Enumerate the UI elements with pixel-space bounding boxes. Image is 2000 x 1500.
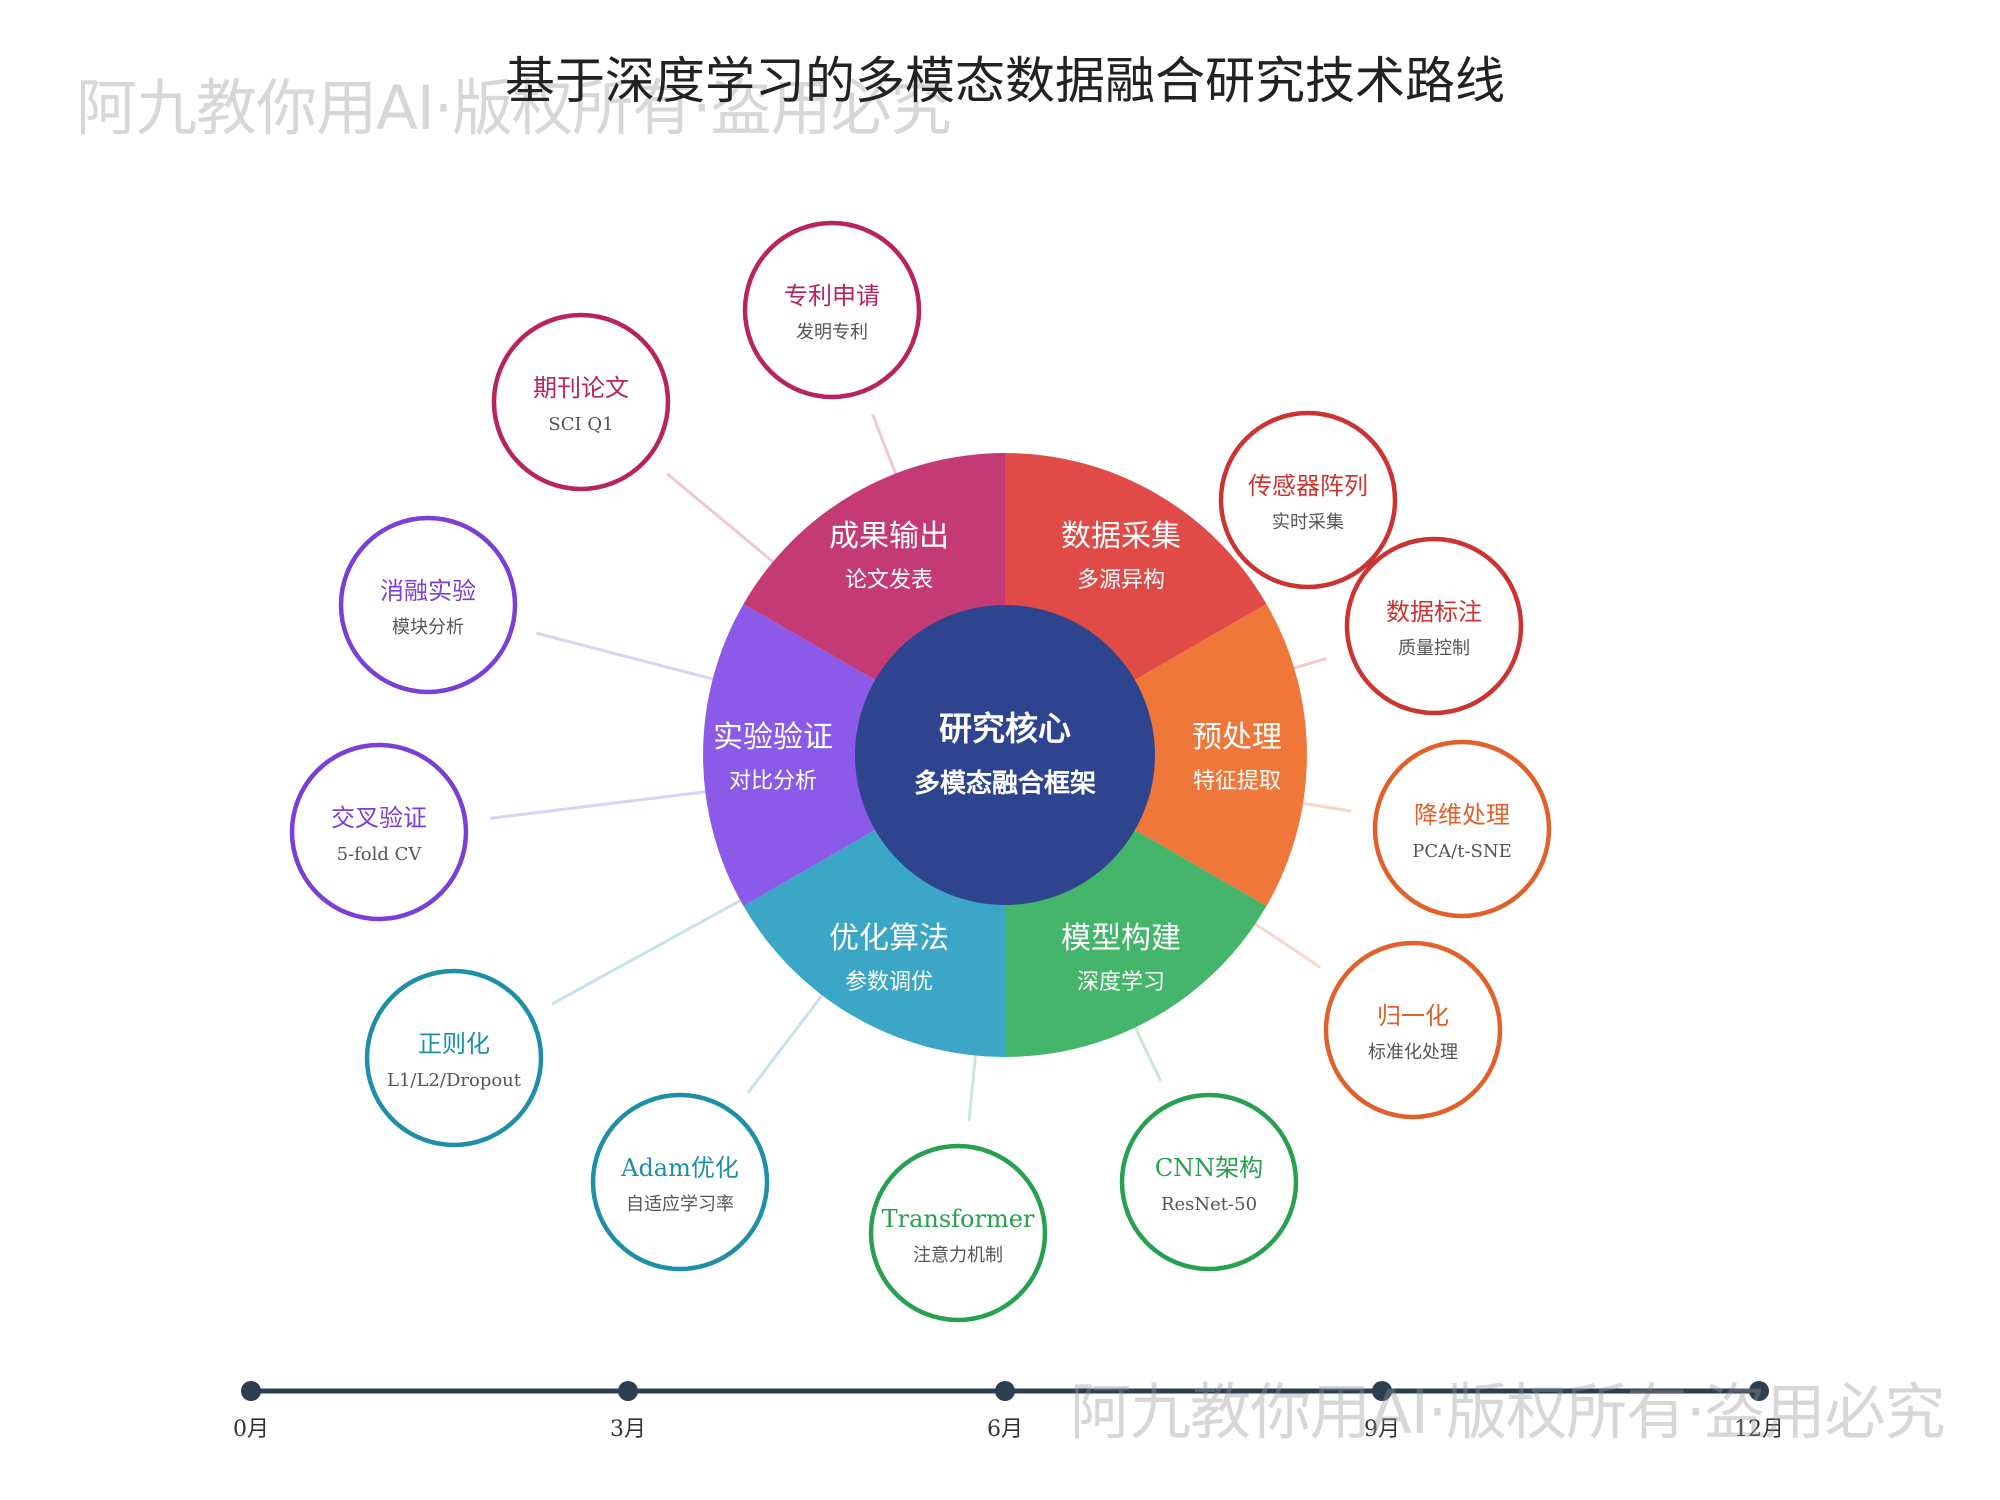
satellite-node-title: 降维处理 xyxy=(1414,801,1510,829)
satellite-node-circle xyxy=(1218,410,1398,590)
ring-segment-subtitle: 深度学习 xyxy=(1077,970,1165,995)
satellite-node-circle xyxy=(491,312,671,492)
satellite-node-circle xyxy=(1323,940,1503,1120)
satellite-node-title: 正则化 xyxy=(418,1030,490,1058)
satellite-node-circle xyxy=(1119,1092,1299,1272)
ring-segment-title: 优化算法 xyxy=(829,921,949,956)
ring-segment-title: 预处理 xyxy=(1192,720,1282,755)
ring-segment-subtitle: 多源异构 xyxy=(1077,568,1165,593)
timeline-marker xyxy=(618,1381,638,1401)
satellite-node-circle xyxy=(364,968,544,1148)
ring-segment-subtitle: 对比分析 xyxy=(729,769,817,794)
center-core-circle xyxy=(855,605,1155,905)
center-core-subtitle: 多模态融合框架 xyxy=(914,768,1096,799)
timeline-marker xyxy=(995,1381,1015,1401)
ring-segment-title: 实验验证 xyxy=(713,720,833,755)
ring-segment-title: 数据采集 xyxy=(1061,519,1181,554)
satellite-node-circle xyxy=(1344,536,1524,716)
satellite-node-title: 交叉验证 xyxy=(331,804,427,832)
ring-segment-subtitle: 论文发表 xyxy=(845,568,933,593)
satellite-node-subtitle: 模块分析 xyxy=(392,617,464,638)
satellite-node-title: Adam优化 xyxy=(620,1154,739,1182)
timeline: 0月 3月 6月 9月 12月 xyxy=(233,1381,1784,1442)
satellite-node-subtitle: L1/L2/Dropout xyxy=(387,1070,522,1091)
timeline-marker xyxy=(1749,1381,1769,1401)
satellite-node-subtitle: 标准化处理 xyxy=(1368,1042,1458,1063)
ring-segment-title: 模型构建 xyxy=(1061,921,1181,956)
satellite-node-subtitle: ResNet-50 xyxy=(1161,1194,1257,1215)
center-core-title: 研究核心 xyxy=(939,709,1071,748)
satellite-node-subtitle: 质量控制 xyxy=(1398,638,1470,659)
ring-segment-subtitle: 特征提取 xyxy=(1193,769,1281,794)
watermark-top: 阿九教你用AI·版权所有·盗用必究 xyxy=(76,73,952,144)
satellite-node-subtitle: SCI Q1 xyxy=(548,414,613,435)
satellite-node-title: 数据标注 xyxy=(1386,598,1482,626)
timeline-tick-label: 0月 xyxy=(233,1417,269,1442)
satellite-node-circle xyxy=(289,742,469,922)
timeline-marker xyxy=(241,1381,261,1401)
satellite-node-title: Transformer xyxy=(882,1205,1035,1233)
ring-segment xyxy=(1005,604,1307,906)
satellite-node-subtitle: 自适应学习率 xyxy=(626,1194,734,1215)
timeline-tick-label: 3月 xyxy=(610,1417,646,1442)
satellite-node-circle xyxy=(1372,739,1552,919)
timeline-tick-label: 12月 xyxy=(1734,1417,1784,1442)
diagram-title: 基于深度学习的多模态数据融合研究技术路线 xyxy=(505,52,1505,110)
satellite-node-title: 归一化 xyxy=(1377,1002,1449,1030)
satellite-node-title: 传感器阵列 xyxy=(1248,472,1368,500)
ring-segment-subtitle: 参数调优 xyxy=(845,970,933,995)
satellite-node-circle xyxy=(590,1092,770,1272)
satellite-node-subtitle: 发明专利 xyxy=(796,322,868,343)
timeline-tick-label: 9月 xyxy=(1364,1417,1400,1442)
satellite-node-circle xyxy=(742,220,922,400)
satellite-node-subtitle: 注意力机制 xyxy=(913,1245,1003,1266)
satellite-node-circle xyxy=(868,1143,1048,1323)
satellite-node-title: 期刊论文 xyxy=(533,374,629,402)
satellite-node-subtitle: 5-fold CV xyxy=(337,844,423,865)
timeline-tick-label: 6月 xyxy=(987,1417,1023,1442)
satellite-node-subtitle: 实时采集 xyxy=(1272,512,1344,533)
satellite-node-title: CNN架构 xyxy=(1155,1154,1263,1182)
center-core: 研究核心 多模态融合框架 xyxy=(855,605,1155,905)
timeline-marker xyxy=(1372,1381,1392,1401)
satellite-node-subtitle: PCA/t-SNE xyxy=(1412,841,1511,862)
ring-segment-title: 成果输出 xyxy=(829,519,949,554)
satellite-node-title: 专利申请 xyxy=(784,282,880,310)
satellite-node-title: 消融实验 xyxy=(380,577,476,605)
satellite-node-circle xyxy=(338,515,518,695)
watermark-bottom: 阿九教你用AI·版权所有·盗用必究 xyxy=(1070,1377,1946,1448)
ring-segment xyxy=(703,604,1005,906)
